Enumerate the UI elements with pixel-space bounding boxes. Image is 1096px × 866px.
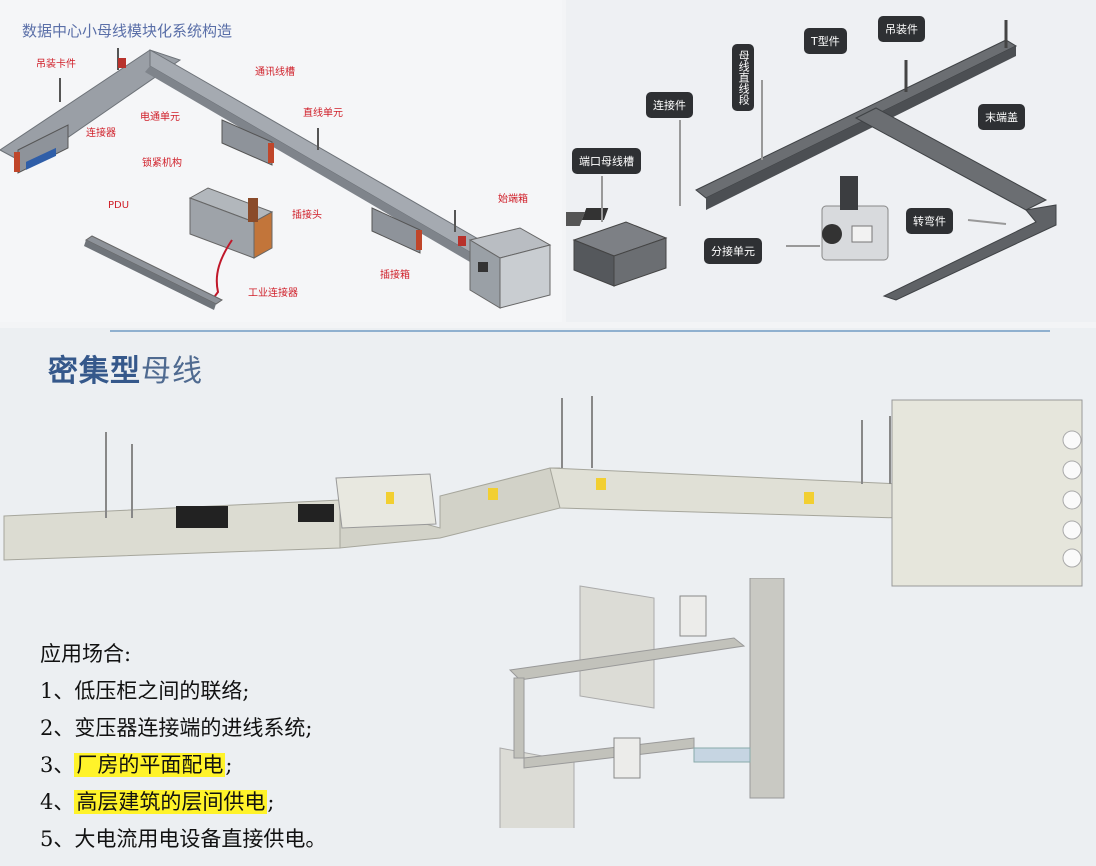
app-item: 3、厂房的平面配电;	[40, 753, 233, 777]
label-start-box: 始端箱	[498, 194, 528, 205]
vertical-installation-illustration	[499, 578, 785, 828]
port-busway-box	[566, 212, 668, 287]
application-list: 应用场合: 1、低压柜之间的联络; 2、变压器连接端的进线系统; 3、厂房的平面…	[40, 636, 326, 858]
panel-title: 数据中心小母线模块化系统构造	[22, 22, 233, 40]
components-illustration	[566, 20, 1057, 301]
label-industrial-connector: 工业连接器	[248, 288, 298, 299]
callout-straight-section: 母线直线段	[732, 44, 755, 111]
tap-off-box	[371, 207, 422, 254]
label-hanger: 吊装卡件	[36, 59, 76, 70]
label-plug-box: 插接箱	[380, 270, 410, 281]
section-divider	[110, 330, 1050, 332]
section-title: 密集型母线	[48, 354, 203, 389]
joint-piece	[581, 208, 609, 220]
callout-end-cap: 末端盖	[978, 104, 1025, 130]
tap-off-box	[14, 124, 69, 174]
start-box	[468, 227, 552, 309]
callout-joint: 连接件	[646, 92, 693, 118]
callout-elbow: 转弯件	[906, 208, 953, 234]
label-electric-unit: 电通单元	[140, 112, 180, 123]
label-straight-unit: 直线单元	[303, 108, 343, 119]
dense-busway-section: 密集型母线	[0, 328, 1096, 866]
app-item: 1、低压柜之间的联络;	[40, 679, 250, 703]
label-pdu: PDU	[108, 200, 130, 211]
app-item: 5、大电流用电设备直接供电。	[40, 827, 327, 851]
busway-illustration	[0, 48, 552, 310]
callout-branch-unit: 分接单元	[704, 238, 762, 264]
dense-busway-illustration	[3, 396, 1083, 587]
tap-off-box	[221, 119, 274, 166]
label-comm-trough: 通讯线槽	[255, 67, 295, 78]
branch-unit	[821, 176, 889, 261]
busway-cabinet	[891, 399, 1083, 587]
modular-busway-diagram: 数据中心小母线模块化系统构造 吊装卡件 通讯线槽 直线单元 连接器 电通单元 锁…	[0, 0, 562, 322]
plug-in-unit	[188, 187, 274, 301]
callout-hanger: 吊装件	[878, 16, 925, 42]
apps-heading: 应用场合:	[40, 642, 132, 666]
app-item: 2、变压器连接端的进线系统;	[40, 716, 313, 740]
busway-components-diagram: T型件 吊装件 母线直线段 连接件 末端盖 端口母线槽 转弯件 分接单元	[566, 0, 1096, 322]
label-connector: 连接器	[86, 128, 116, 139]
callout-port-trough: 端口母线槽	[572, 148, 641, 174]
plug-box	[335, 473, 437, 529]
label-lock-mechanism: 锁紧机构	[142, 158, 182, 169]
app-item: 4、高层建筑的层间供电;	[40, 790, 275, 814]
callout-t-piece: T型件	[804, 28, 847, 54]
label-plug-head: 插接头	[292, 210, 322, 221]
pdu-bar	[84, 235, 223, 310]
